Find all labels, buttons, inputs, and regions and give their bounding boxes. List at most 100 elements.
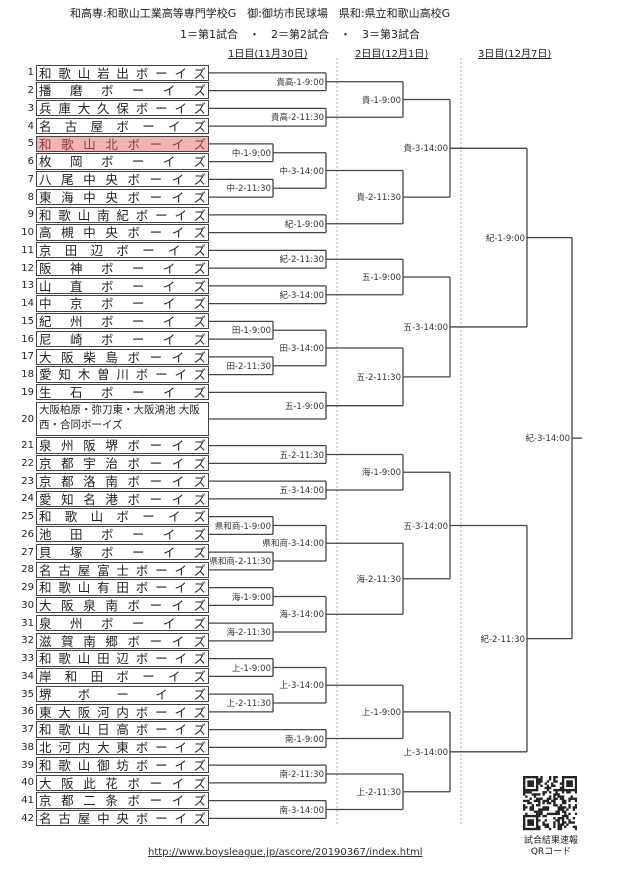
team-number: 24 [21,493,34,505]
team-name: 名古屋ボーイズ [36,117,209,134]
team-name: 紀州ボーイズ [36,313,209,330]
team-name: 播磨ボーイズ [36,82,209,99]
game-label: 県和商-1-9:00 [214,521,271,532]
game-label: 紀-3-14:00 [279,290,324,301]
team-name: 愛知名港ボーイズ [36,490,209,507]
qr-caption: 試合結果速報 QRコード [505,836,597,858]
team-number: 41 [21,795,34,807]
game-label: 中-1-9:00 [231,148,271,159]
game-label: 海-2-11:30 [226,628,271,638]
team-number: 25 [21,511,34,523]
team-name: 貝塚ボーイズ [36,543,209,560]
day-1-header: 1日目(11月30日) [228,49,308,60]
team-number: 5 [27,138,34,150]
game-label: 五-3-14:00 [403,322,448,333]
day-2-header: 2日目(12月1日) [355,49,429,60]
team-number: 26 [21,528,34,540]
team-name: 岸和田ボーイズ [36,668,209,685]
team-name: 和歌山北ボーイズ [36,135,209,152]
team-number: 38 [21,741,34,753]
game-label: 五-2-11:30 [279,450,324,461]
team-name: 和歌山日高ボーイズ [36,721,209,738]
team-name: 和歌山ボーイズ [36,508,209,525]
team-name: 京都洛南ボーイズ [36,472,209,489]
team-number: 40 [21,777,34,789]
team-name: 泉州阪堺ボーイズ [36,437,209,454]
team-name: 京田辺ボーイズ [36,242,209,259]
game-label: 五-3-14:00 [403,521,448,532]
team-number: 6 [27,156,34,168]
team-name: 名古屋中央ボーイズ [36,810,209,827]
team-name: 兵庫大久保ボーイズ [36,100,209,117]
team-number: 18 [21,369,34,381]
game-label: 上-3-14:00 [279,681,324,692]
team-number: 23 [21,475,34,487]
team-number: 34 [21,670,34,682]
game-label: 海-3-14:00 [279,610,324,621]
game-label: 貴高-2-11:30 [270,113,324,124]
team-name: 高槻中央ボーイズ [36,224,209,241]
qr-caption-line-2: QRコード [530,847,572,857]
results-url-link[interactable]: http://www.boysleague.jp/ascore/20190367… [148,847,423,858]
game-label: 上-2-11:30 [356,787,401,798]
team-name: 生石ボーイズ [36,384,209,401]
game-label: 五-2-11:30 [356,372,401,383]
team-number: 16 [21,333,34,345]
game-label: 海-1-9:00 [231,592,271,603]
qr-code-icon[interactable] [523,776,577,832]
team-name: 尼崎ボーイズ [36,330,209,347]
game-label: 五-1-9:00 [361,273,401,283]
game-label: 貴-2-11:30 [356,193,401,204]
team-name: 和歌山岩出ボーイズ [36,64,209,81]
team-number: 27 [21,546,34,558]
team-name: 和歌山御坊ボーイズ [36,756,209,773]
team-name: 堺ボーイズ [36,685,209,702]
game-label: 貴-3-14:00 [403,144,448,155]
team-number: 19 [21,386,34,398]
team-name: 和歌山南紀ボーイズ [36,206,209,223]
team-name: 山直ボーイズ [36,277,209,294]
day-3-header: 3日目(12月7日) [478,49,552,60]
team-number: 42 [21,812,34,824]
team-name: 東海中央ボーイズ [36,188,209,205]
team-name: 泉州ボーイズ [36,614,209,631]
game-label: 田-1-9:00 [231,326,271,337]
game-label: 中-3-14:00 [279,166,324,177]
team-number: 30 [21,599,34,611]
team-name: 和歌山有田ボーイズ [36,579,209,596]
team-number: 39 [21,759,34,771]
game-label: 県和商-2-11:30 [209,557,271,567]
team-name: 大阪柏原・弥刀東・大阪鴻池 大阪西・合同ボーイズ [36,401,209,436]
team-name: 池田ボーイズ [36,526,209,543]
game-label: 上-3-14:00 [403,747,448,758]
team-number: 11 [21,244,34,256]
team-number: 21 [21,440,34,452]
game-label: 南-1-9:00 [284,734,324,745]
team-name: 東大阪河内ボーイズ [36,703,209,720]
team-name: 滋賀南郷ボーイズ [36,632,209,649]
game-label: 紀-1-9:00 [284,219,324,230]
team-name: 八尾中央ボーイズ [36,171,209,188]
team-number: 8 [27,191,34,203]
team-number: 35 [21,688,34,700]
game-label: 紀-1-9:00 [485,233,525,244]
team-number: 31 [21,617,34,629]
game-label: 貴高-1-9:00 [276,77,324,88]
game-label: 海-2-11:30 [356,574,401,585]
team-number: 4 [27,120,34,132]
game-label: 県和商-3-14:00 [262,539,324,550]
game-label: 南-2-11:30 [279,770,324,780]
team-number: 7 [27,173,34,185]
team-name: 北河内大東ボーイズ [36,739,209,756]
team-name: 京都二条ボーイズ [36,792,209,809]
team-name: 名古屋富士ボーイズ [36,561,209,578]
team-number: 37 [21,724,34,736]
team-number: 32 [21,635,34,647]
team-name: 大阪柴島ボーイズ [36,348,209,365]
game-label: 田-3-14:00 [279,344,324,354]
team-number: 17 [21,351,34,363]
team-name: 大阪此花ボーイズ [36,774,209,791]
team-number: 2 [27,85,34,97]
team-number: 28 [21,564,34,576]
